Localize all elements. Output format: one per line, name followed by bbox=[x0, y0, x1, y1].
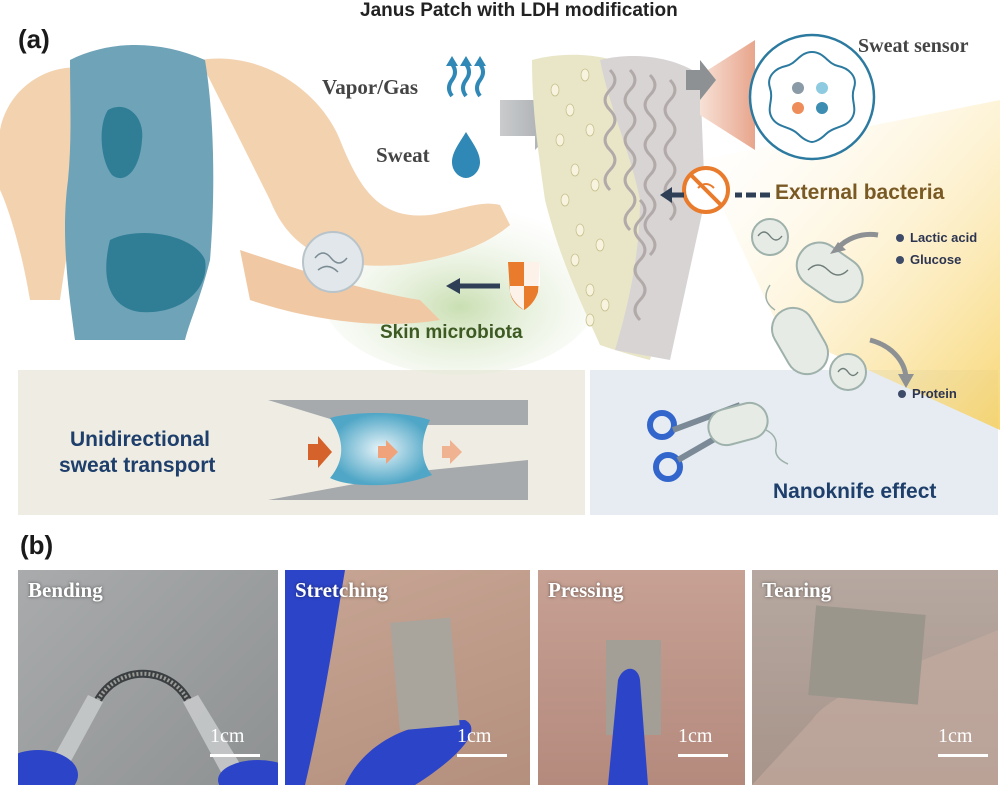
arrow-dark-orange-icon bbox=[308, 436, 332, 468]
photo-label-tearing: Tearing bbox=[762, 578, 832, 602]
release-arrow-icon bbox=[869, 337, 909, 379]
photo-label-bending: Bending bbox=[28, 578, 103, 602]
arrow-blocked-icon bbox=[660, 187, 770, 203]
droplet-icon bbox=[452, 132, 480, 178]
sweat-channel bbox=[268, 400, 528, 500]
unidirectional-label-2: sweat transport bbox=[59, 454, 216, 477]
scale-text-tearing: 1cm bbox=[938, 725, 973, 747]
vapor-gas-label: Vapor/Gas bbox=[322, 75, 419, 99]
photo-stretching: Stretching 1cm bbox=[285, 570, 530, 785]
vapor-icon bbox=[446, 56, 486, 98]
bullet-glucose bbox=[896, 256, 904, 264]
external-bacteria-label: External bacteria bbox=[775, 181, 945, 204]
arrow-left-icon bbox=[446, 278, 500, 294]
microbe-circle bbox=[302, 231, 364, 293]
unidirectional-label-1: Unidirectional bbox=[70, 428, 211, 451]
panel-b-label: (b) bbox=[20, 530, 54, 560]
cut-bacterium bbox=[707, 401, 769, 447]
blocked-bacteria-icon bbox=[682, 166, 730, 214]
shield-icon bbox=[508, 262, 540, 310]
photo-label-stretching: Stretching bbox=[295, 578, 388, 602]
bacteria-group bbox=[751, 218, 867, 391]
figure-title: Janus Patch with LDH modification bbox=[360, 0, 678, 21]
grey-arrow-out-icon bbox=[686, 60, 716, 100]
nanoknife-label: Nanoknife effect bbox=[773, 480, 937, 503]
scale-text-stretching: 1cm bbox=[457, 725, 492, 747]
photo-pressing: Pressing 1cm bbox=[538, 570, 745, 785]
sweat-sensor-label: Sweat sensor bbox=[858, 35, 969, 57]
arrow-light-orange-icon bbox=[442, 440, 462, 464]
sweat-patch-lower bbox=[106, 232, 206, 313]
skin-microbiota-label: Skin microbiota bbox=[380, 322, 523, 343]
scale-bar-pressing bbox=[678, 754, 728, 757]
sweat-label: Sweat bbox=[376, 143, 430, 167]
photo-label-pressing: Pressing bbox=[548, 578, 624, 602]
bullet-protein bbox=[898, 390, 906, 398]
janus-patch bbox=[532, 54, 705, 360]
panel-a-diagram bbox=[0, 33, 1000, 515]
scale-text-pressing: 1cm bbox=[678, 725, 713, 747]
protein-label: Protein bbox=[912, 386, 957, 401]
sweat-patch-upper bbox=[101, 106, 143, 179]
scale-bar-tearing bbox=[938, 754, 988, 757]
arrow-mid-orange-icon bbox=[378, 440, 398, 464]
photo-bending: Bending 1cm bbox=[18, 570, 278, 785]
panel-a-label: (a) bbox=[18, 24, 50, 54]
right-arm bbox=[200, 58, 510, 266]
glucose-label: Glucose bbox=[910, 252, 962, 267]
lactic-acid-label: Lactic acid bbox=[910, 230, 978, 245]
scale-text-bending: 1cm bbox=[210, 725, 245, 747]
sensor-cone bbox=[700, 40, 755, 150]
photo-tearing: Tearing 1cm bbox=[752, 570, 998, 785]
sweat-sensor-icon bbox=[748, 33, 876, 161]
bullet-lactic bbox=[896, 234, 904, 242]
scale-bar-stretching bbox=[457, 754, 507, 757]
scale-bar-bending bbox=[210, 754, 260, 757]
